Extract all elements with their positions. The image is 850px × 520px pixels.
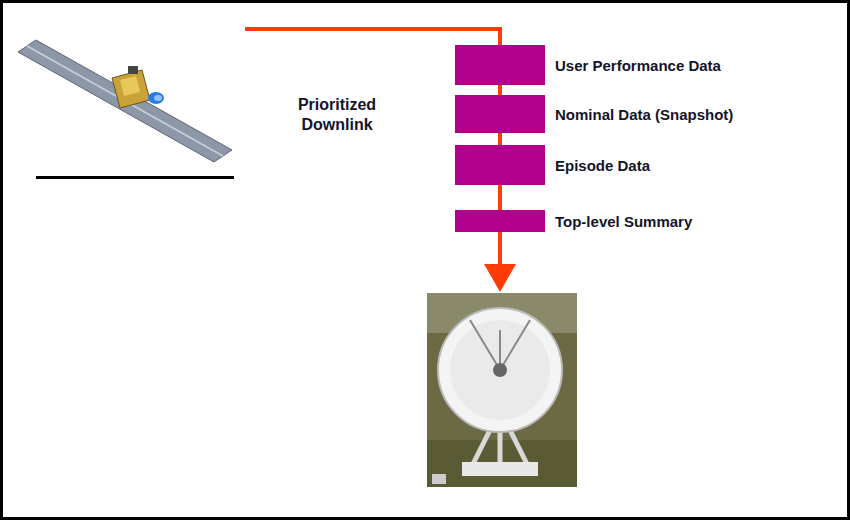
data-block: Episode Data (455, 145, 545, 185)
data-block: Top-level Summary (455, 210, 545, 232)
arrow-label: Prioritized Downlink (282, 95, 392, 135)
ground-station-photo (427, 293, 577, 487)
satellite-illustration (18, 40, 234, 179)
data-block: User Performance Data (455, 45, 545, 85)
block-label: Top-level Summary (555, 213, 692, 230)
data-block: Nominal Data (Snapshot) (455, 95, 545, 133)
block-label: Nominal Data (Snapshot) (555, 106, 733, 123)
block-label: User Performance Data (555, 57, 721, 74)
block-label: Episode Data (555, 157, 650, 174)
